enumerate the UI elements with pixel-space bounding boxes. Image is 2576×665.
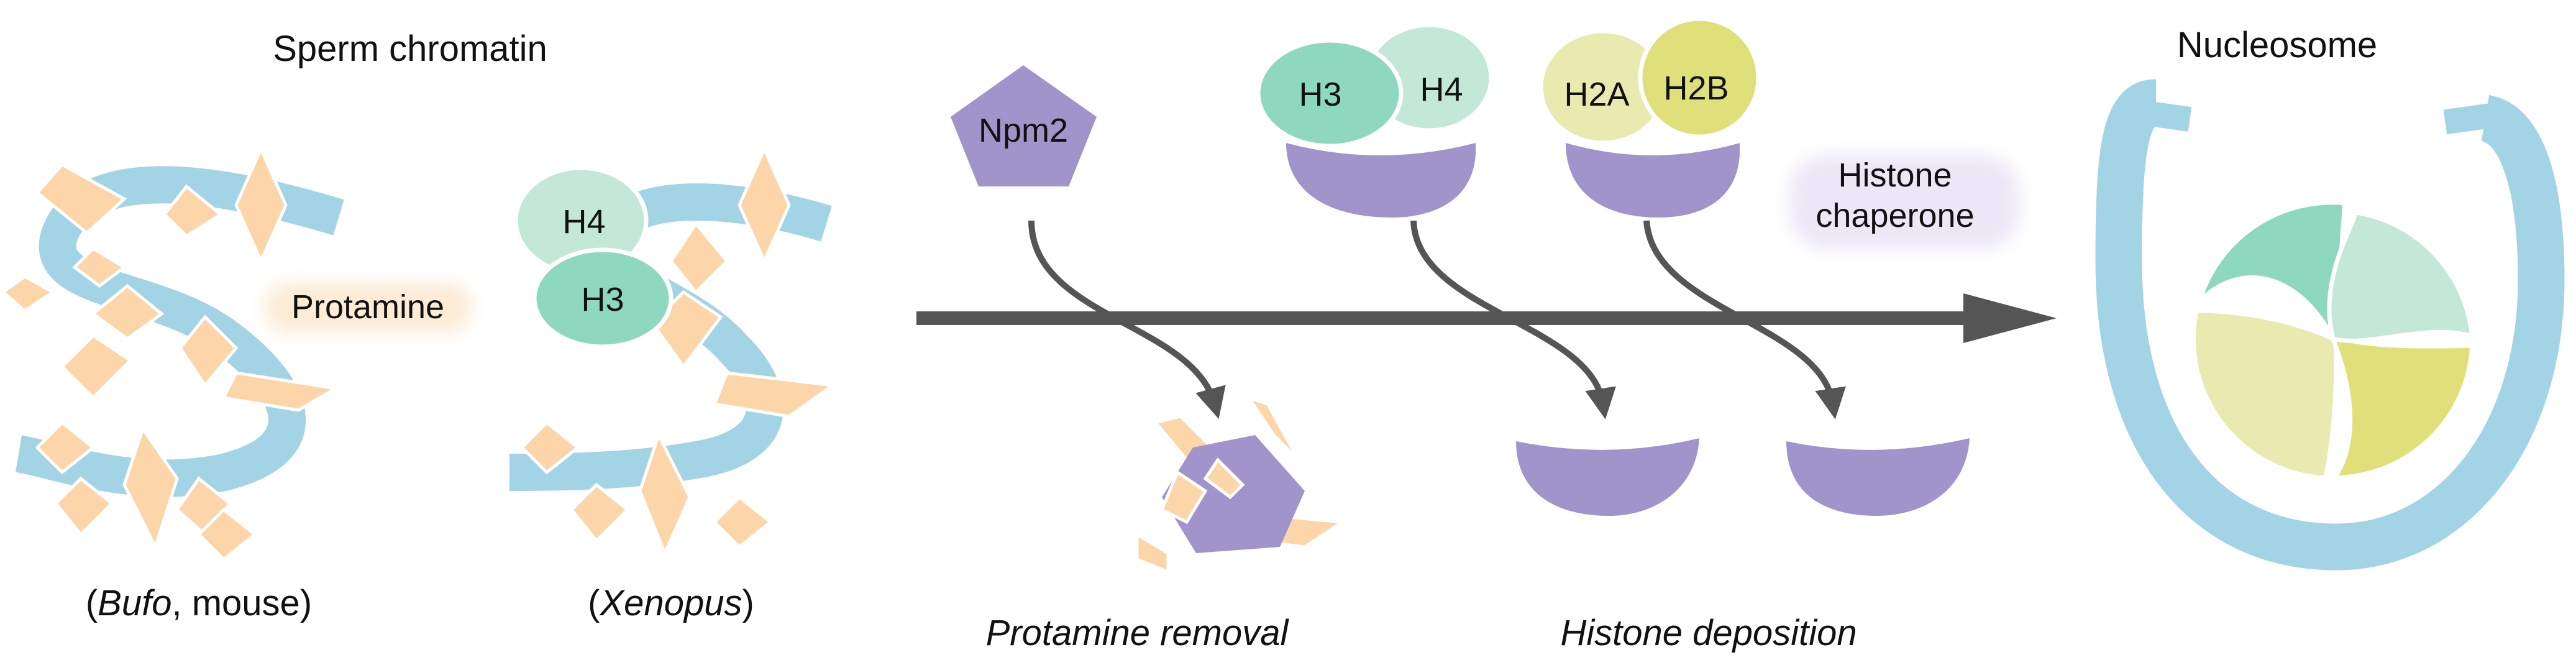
nucleosome-icon: Nucleosome [2095,25,2565,571]
protamine-removal-label: Protamine removal [986,613,1290,653]
dna-strand-icon [509,183,832,491]
sperm-chromatin-xenopus: H4 H3 (Xenopus) [509,145,837,623]
histone-chaperone-label-line1: Histone [1838,157,1952,194]
npm2-protamine-complex [1135,395,1347,574]
protamine-icon [519,145,837,557]
h2a-h2b-chaperone-complex: H2A H2B [1538,16,1846,420]
species-bufo-mouse: (Bufo, mouse) [86,583,312,623]
protamine-icon [0,145,340,562]
species-xenopus: (Xenopus) [588,583,754,623]
process-arrow [916,293,2057,343]
npm2-pentagon-icon [951,65,1097,186]
nucleosome-title: Nucleosome [2177,25,2377,65]
h4-label-top: H4 [1420,71,1463,108]
npm2-chaperone: Npm2 [951,65,1226,420]
h2b-label: H2B [1663,70,1729,107]
h3-label-xenopus: H3 [581,281,624,318]
histone-h4-h3-xenopus: H4 H3 [513,165,674,349]
histone-chaperone-icon [1786,438,1970,516]
npm2-label: Npm2 [979,112,1068,149]
h2a-label: H2A [1564,76,1629,113]
histone-chaperone-icon [1566,143,1740,218]
h4-label-xenopus: H4 [562,203,605,241]
sperm-chromatin-title: Sperm chromatin [273,29,547,69]
protamine-label: Protamine [291,288,444,326]
histone-deposition-label: Histone deposition [1560,613,1857,653]
histone-chaperone-icon [1516,438,1699,516]
h3-h4-chaperone-complex: H3 H4 [1256,22,1616,420]
histone-chaperone-icon [1286,143,1476,218]
histone-chaperone-label-line2: chaperone [1816,197,1974,234]
sperm-chromatin-bufo: Sperm chromatin Protamine [0,29,547,623]
h3-label-top: H3 [1299,76,1341,113]
